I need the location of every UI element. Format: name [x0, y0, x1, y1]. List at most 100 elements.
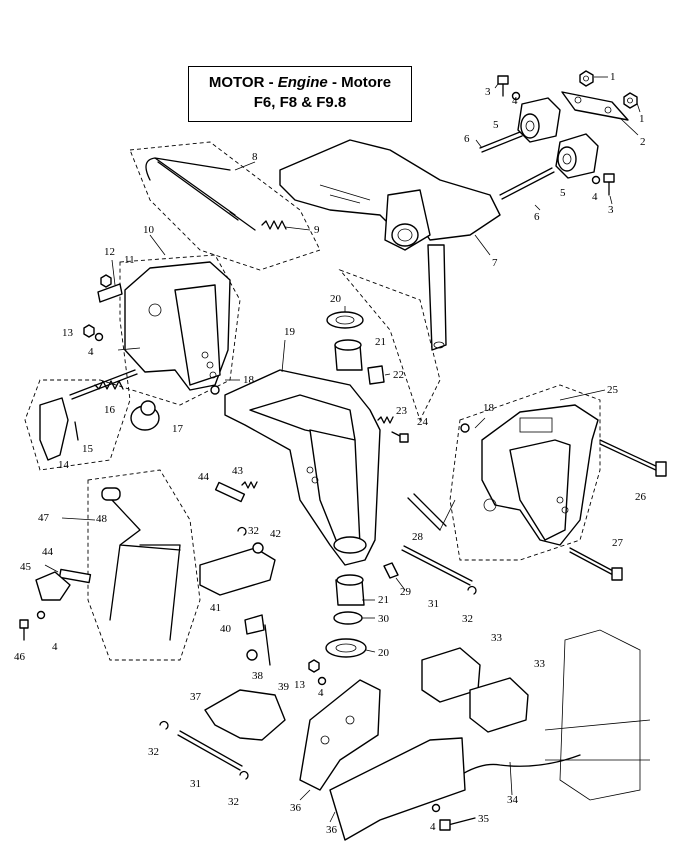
callout-7: 7 — [492, 257, 498, 269]
callout-29: 29 — [400, 586, 412, 598]
callout-40: 40 — [220, 623, 232, 635]
callout-45: 45 — [20, 561, 32, 573]
part-44-pin — [58, 481, 246, 584]
part-13-nut — [83, 324, 95, 338]
callout-38: 38 — [252, 670, 264, 682]
part-37-tilt-lever — [204, 689, 286, 741]
callout-4: 4 — [318, 687, 324, 699]
lower-unit-outline — [544, 629, 651, 801]
callout-46: 46 — [14, 651, 26, 663]
part-39-spring-pin — [264, 624, 271, 666]
part-24-bolt — [391, 431, 409, 443]
part-15-pin — [74, 421, 79, 441]
callout-31: 31 — [428, 598, 439, 610]
part-1-nut — [579, 70, 638, 109]
callout-41: 41 — [210, 602, 221, 614]
callout-31: 31 — [190, 778, 201, 790]
part-35-bolt — [439, 817, 476, 831]
diagram-title-box: MOTOR - Engine - Motore F6, F8 & F9.8 — [188, 66, 412, 122]
part-13b-nut — [308, 659, 320, 673]
callout-33: 33 — [534, 658, 546, 670]
callout-18: 18 — [243, 374, 255, 386]
callout-21: 21 — [375, 336, 386, 348]
part-18b-nut — [460, 423, 470, 433]
callout-26: 26 — [635, 491, 647, 503]
callout-47: 47 — [38, 512, 50, 524]
callout-3: 3 — [485, 86, 491, 98]
callout-11: 11 — [124, 254, 135, 266]
part-8-steering-rod — [145, 157, 256, 231]
part-20-washer — [325, 311, 367, 658]
callout-4: 4 — [88, 346, 94, 358]
part-12-nut — [100, 274, 112, 288]
callout-4: 4 — [512, 95, 518, 107]
group-outline-tiller-rod — [129, 141, 321, 271]
title-line2: F6, F8 & F9.8 — [253, 94, 347, 111]
group-outline-left-bracket — [24, 254, 241, 471]
part-5-rubber-mount — [517, 97, 599, 179]
callout-15: 15 — [82, 443, 94, 455]
part-31-rod — [177, 545, 473, 771]
callout-4: 4 — [592, 191, 598, 203]
callout-8: 8 — [252, 151, 258, 163]
callout-16: 16 — [104, 404, 116, 416]
callout-39: 39 — [278, 681, 290, 693]
part-43-spring — [241, 481, 258, 489]
callout-9: 9 — [314, 224, 320, 236]
title-line1-italic: Engine — [277, 74, 328, 91]
callout-10: 10 — [143, 224, 155, 236]
callout-3: 3 — [608, 204, 614, 216]
part-4-washer — [36, 91, 601, 813]
callout-18: 18 — [483, 402, 495, 414]
callout-20: 20 — [330, 293, 342, 305]
callout-23: 23 — [396, 405, 408, 417]
callout-14: 14 — [58, 459, 70, 471]
callout-6: 6 — [534, 211, 540, 223]
callout-4: 4 — [430, 821, 436, 833]
part-38-bushing — [246, 649, 258, 661]
callout-32: 32 — [248, 525, 259, 537]
callout-24: 24 — [417, 416, 429, 428]
part-27-bolt — [569, 547, 623, 581]
callout-34: 34 — [507, 794, 519, 806]
callout-5: 5 — [560, 187, 566, 199]
part-23-spring — [377, 416, 394, 424]
part-9-spring — [261, 220, 287, 230]
callout-43: 43 — [232, 465, 244, 477]
part-32-clip — [159, 526, 477, 780]
part-25-right-clamp-bracket — [481, 404, 599, 546]
callout-44: 44 — [198, 471, 210, 483]
part-17-knob — [130, 400, 160, 431]
callout-13: 13 — [62, 327, 74, 339]
title-line1-suffix: - Motore — [327, 74, 392, 91]
callout-32: 32 — [462, 613, 473, 625]
callout-25: 25 — [607, 384, 619, 396]
part-19-swivel-bracket — [224, 369, 381, 566]
part-2-mount-plate — [561, 91, 629, 121]
part-47-tilt-lever-handle — [109, 499, 181, 641]
part-33-rubber-block — [421, 647, 529, 733]
callout-6: 6 — [464, 133, 470, 145]
part-30-washer — [333, 611, 363, 625]
part-11-clip — [97, 283, 123, 303]
callout-32: 32 — [228, 796, 239, 808]
callout-4: 4 — [52, 641, 58, 653]
callout-33: 33 — [491, 632, 503, 644]
callout-12: 12 — [104, 246, 115, 258]
part-6-stud — [479, 131, 555, 200]
part-7-steering-arm — [279, 139, 501, 351]
callout-30: 30 — [378, 613, 390, 625]
part-28-pin — [407, 493, 447, 531]
callout-37: 37 — [190, 691, 202, 703]
part-40-link — [244, 614, 265, 635]
callout-36: 36 — [290, 802, 302, 814]
part-10-left-clamp-bracket — [124, 261, 231, 391]
callout-27: 27 — [612, 537, 624, 549]
part-41-lever-plate — [199, 547, 276, 596]
callout-1: 1 — [639, 113, 645, 125]
part-29-grease-fitting — [383, 562, 399, 579]
callout-19: 19 — [284, 326, 296, 338]
callout-22: 22 — [393, 369, 404, 381]
callout-1: 1 — [610, 71, 616, 83]
